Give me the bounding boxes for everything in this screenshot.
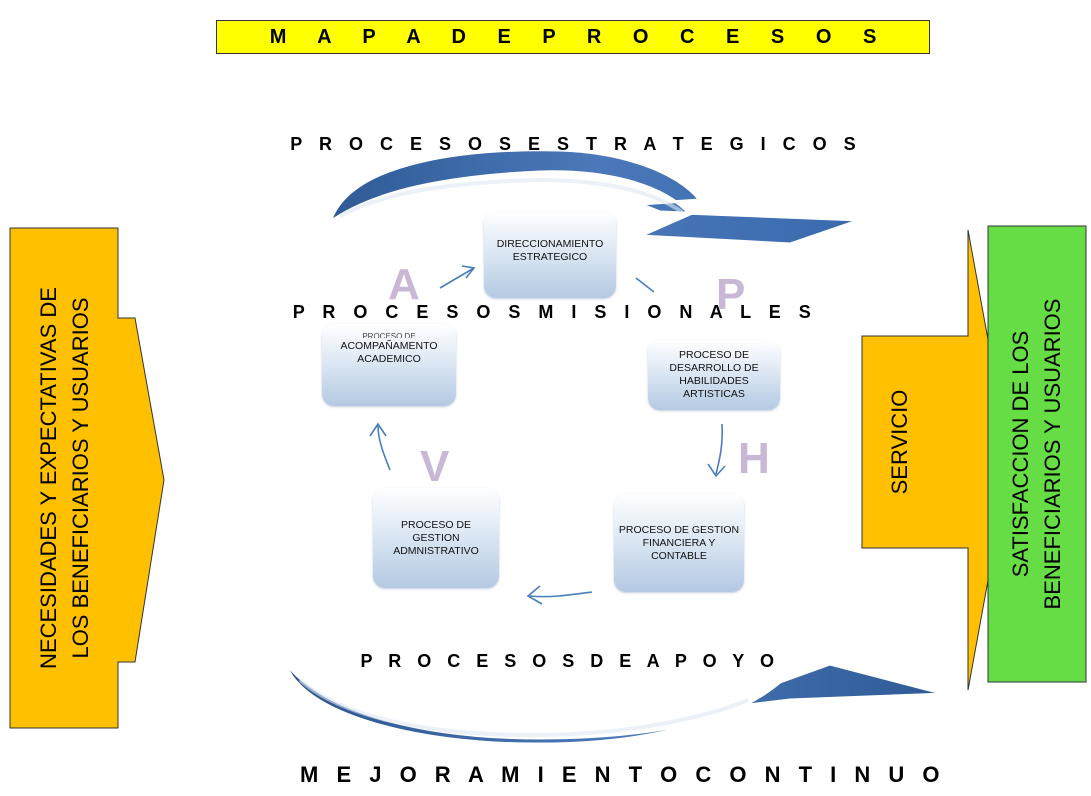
process-gestion-financiera: PROCESO DE GESTION FINANCIERA Y CONTABLE <box>614 494 744 592</box>
title-banner: M A P A D E P R O C E S O S <box>216 20 930 54</box>
process-desarrollo-label: PROCESO DE DESARROLLO DE HABILIDADES ART… <box>669 349 759 400</box>
process-administrativo-label: PROCESO DE GESTION ADMNISTRATIVO <box>393 518 479 557</box>
process-direccionamiento-estrategico: DIRECCIONAMIENTO ESTRATEGICO <box>484 212 616 298</box>
heading-procesos-estrategicos: P R O C E S O S E S T R A T E G I C O S <box>290 134 862 154</box>
output-label-line1: SATISFACCION DE LOS <box>1008 330 1033 578</box>
heading-procesos-de-apoyo: P R O C E S O S D E A P O Y O <box>360 651 780 671</box>
input-label-line2: LOS BENEFICIARIOS Y USUARIOS <box>68 297 93 659</box>
output-box <box>987 225 1087 683</box>
input-label: NECESIDADES Y EXPECTATIVAS DE LOS BENEFI… <box>33 248 97 708</box>
phva-letter-v: V <box>420 442 450 491</box>
process-acompanamiento-label: ACOMPAÑAMENTO ACADEMICO <box>340 340 438 365</box>
heading-mejoramiento-continuo: M E J O R A M I E N T O C O N T I N U O <box>300 762 946 787</box>
process-direccionamiento-label: DIRECCIONAMIENTO ESTRATEGICO <box>496 238 604 263</box>
phva-letter-a: A <box>388 260 420 309</box>
cycle-connectors <box>369 265 726 605</box>
process-acompanamiento-academico: PROCESO DE ACOMPAÑAMENTO ACADEMICO <box>322 324 456 406</box>
process-financiera-label: PROCESO DE GESTION FINANCIERA Y CONTABLE <box>618 523 740 562</box>
phva-letter-p: P <box>716 270 746 319</box>
process-gestion-administrativo: PROCESO DE GESTION ADMNISTRATIVO <box>373 488 499 588</box>
servicio-label: SERVICIO <box>887 389 912 495</box>
heading-procesos-misionales: P R O C E S O S M I S I O N A L E S <box>292 302 818 322</box>
phva-letter-h: H <box>738 434 770 483</box>
output-label: SATISFACCION DE LOS BENEFICIARIOS Y USUA… <box>1005 229 1069 679</box>
input-arrow <box>9 227 165 729</box>
top-cycle-arrow <box>327 148 861 246</box>
process-desarrollo-habilidades: PROCESO DE DESARROLLO DE HABILIDADES ART… <box>648 340 780 410</box>
output-label-line2: BENEFICIARIOS Y USUARIOS <box>1040 298 1065 610</box>
input-label-line1: NECESIDADES Y EXPECTATIVAS DE <box>36 287 61 669</box>
process-acompanamiento-top-label: PROCESO DE <box>362 332 416 338</box>
